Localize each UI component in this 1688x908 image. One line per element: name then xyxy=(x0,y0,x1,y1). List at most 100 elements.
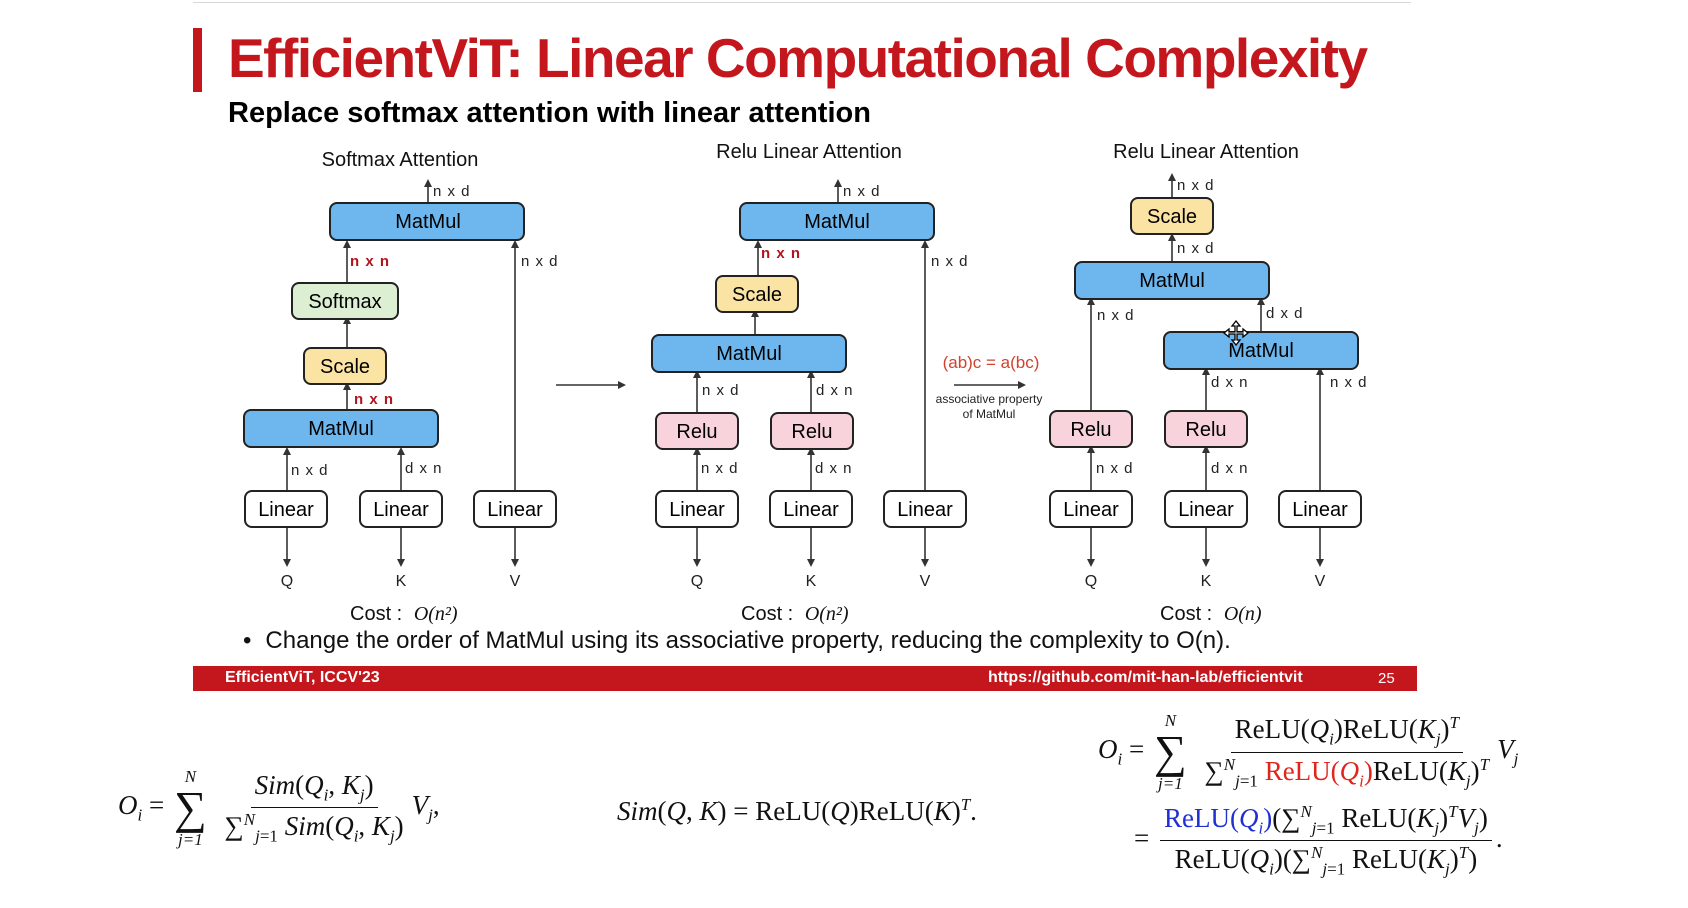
reordered-relu-attention-equation: = ReLU(Qi)(∑Nj=1 ReLU(Kj)TVj)ReLU(Qi)(∑N… xyxy=(1134,802,1503,879)
dim-label: n x d xyxy=(1330,374,1368,391)
softmax-label: Softmax xyxy=(308,291,381,313)
input-q-label: Q xyxy=(281,573,293,590)
dim-label: n x d xyxy=(1096,460,1134,477)
scale-label: Scale xyxy=(1147,206,1197,228)
similarity-equation: Sim(Q, K) = ReLU(Q)ReLU(K)T. xyxy=(617,795,977,826)
dim-label: n x d xyxy=(1177,177,1215,194)
footer-citation: EfficientViT, ICCV'23 xyxy=(225,669,380,686)
matmul-node xyxy=(651,334,847,373)
scale-node xyxy=(303,347,387,385)
linear-q-node xyxy=(1049,490,1133,528)
matmul-node xyxy=(243,409,439,448)
bullet-point: • Change the order of MatMul using its as… xyxy=(243,627,1231,655)
linear-q-node xyxy=(655,490,739,528)
bullet-icon: • xyxy=(243,627,252,654)
input-v-label: V xyxy=(1315,573,1326,590)
assoc-line1: associative property xyxy=(936,392,1043,406)
dim-label: d x n xyxy=(1211,460,1249,477)
linear-label: Linear xyxy=(783,499,839,521)
slide-subtitle: Replace softmax attention with linear at… xyxy=(228,97,871,129)
title-accent-bar xyxy=(193,28,202,92)
relu-label: Relu xyxy=(1070,419,1111,441)
scale-node xyxy=(715,275,799,313)
cost-label: Cost : O(n²) xyxy=(350,603,458,625)
bullet-text: Change the order of MatMul using its ass… xyxy=(265,627,1231,654)
input-q-label: Q xyxy=(691,573,703,590)
top-divider xyxy=(193,2,1411,3)
linear-q-node xyxy=(244,490,328,528)
assoc-formula: (ab)c = a(bc) xyxy=(943,353,1040,372)
matmul-label: MatMul xyxy=(804,211,870,233)
slide-title: EfficientViT: Linear Computational Compl… xyxy=(228,27,1368,89)
linear-label: Linear xyxy=(487,499,543,521)
linear-label: Linear xyxy=(1292,499,1348,521)
col1-title: Softmax Attention xyxy=(322,149,479,171)
linear-label: Linear xyxy=(669,499,725,521)
dim-label: n x d xyxy=(702,382,740,399)
linear-label: Linear xyxy=(258,499,314,521)
input-k-label: K xyxy=(806,573,817,590)
dim-label: n x d xyxy=(433,183,471,200)
dim-label: d x n xyxy=(1211,374,1249,391)
cost-label: Cost : O(n) xyxy=(1160,603,1262,625)
matmul-label: MatMul xyxy=(308,418,374,440)
relu-node xyxy=(655,412,739,450)
matmul-label: MatMul xyxy=(395,211,461,233)
dim-label: n x n xyxy=(350,253,390,270)
linear-k-node xyxy=(359,490,443,528)
col3-title: Relu Linear Attention xyxy=(1113,141,1299,163)
relu-linear-attention-column-reordered: Relu Linear Attention Scale MatMul MatMu… xyxy=(1049,141,1368,625)
dim-label: n x d xyxy=(931,253,969,270)
matmul-label: MatMul xyxy=(716,343,782,365)
relu-linear-attention-column: Relu Linear Attention MatMul Scale MatMu… xyxy=(651,141,969,625)
col2-title: Relu Linear Attention xyxy=(716,141,902,163)
linear-v-node xyxy=(883,490,967,528)
dim-label: n x d xyxy=(1177,240,1215,257)
relu-node xyxy=(770,412,854,450)
linear-v-node xyxy=(473,490,557,528)
matmul-label: MatMul xyxy=(1228,340,1294,362)
matmul-node xyxy=(739,202,935,241)
dim-label: n x d xyxy=(1097,307,1135,324)
relu-node xyxy=(1049,410,1133,448)
dim-label: n x d xyxy=(701,460,739,477)
dim-label: d x d xyxy=(1266,305,1304,322)
matmul-node xyxy=(329,202,525,241)
linear-label: Linear xyxy=(373,499,429,521)
relu-label: Relu xyxy=(1185,419,1226,441)
softmax-attention-column: Softmax Attention MatMul Softmax Scale xyxy=(243,149,559,625)
linear-label: Linear xyxy=(897,499,953,521)
assoc-line2: of MatMul xyxy=(963,407,1016,421)
slide: EfficientViT: Linear Computational Compl… xyxy=(193,2,1417,691)
softmax-attention-equation: Oi = N∑j=1 Sim(Qi, Kj)∑Nj=1 Sim(Qi, Kj)V… xyxy=(118,767,440,849)
move-cursor-icon xyxy=(1222,319,1250,347)
footer-link[interactable]: https://github.com/mit-han-lab/efficient… xyxy=(988,669,1303,686)
linear-k-node xyxy=(1164,490,1248,528)
relu-label: Relu xyxy=(676,421,717,443)
softmax-node xyxy=(291,282,399,320)
dim-label: n x d xyxy=(843,183,881,200)
attention-diagram: Softmax Attention MatMul Softmax Scale xyxy=(243,141,1368,625)
input-k-label: K xyxy=(1201,573,1212,590)
scale-label: Scale xyxy=(732,284,782,306)
scale-label: Scale xyxy=(320,356,370,378)
dim-label: d x n xyxy=(816,382,854,399)
dim-label: n x n xyxy=(354,391,394,408)
relu-label: Relu xyxy=(791,421,832,443)
dim-label: d x n xyxy=(405,460,443,477)
footer-bar: EfficientViT, ICCV'23 https://github.com… xyxy=(193,666,1417,691)
linear-label: Linear xyxy=(1063,499,1119,521)
relu-node xyxy=(1164,410,1248,448)
dim-label: d x n xyxy=(815,460,853,477)
dim-label: n x d xyxy=(521,253,559,270)
linear-v-node xyxy=(1278,490,1362,528)
input-q-label: Q xyxy=(1085,573,1097,590)
relu-attention-equation: Oi = N∑j=1 ReLU(Qi)ReLU(Kj)T∑Nj=1 ReLU(Q… xyxy=(1098,711,1519,793)
associative-annotation: (ab)c = a(bc) associative property of Ma… xyxy=(936,353,1043,421)
dim-label: n x n xyxy=(761,245,801,262)
cost-label: Cost : O(n²) xyxy=(741,603,849,625)
matmul-node xyxy=(1163,331,1359,370)
input-k-label: K xyxy=(396,573,407,590)
page-number: 25 xyxy=(1378,670,1395,687)
input-v-label: V xyxy=(510,573,521,590)
